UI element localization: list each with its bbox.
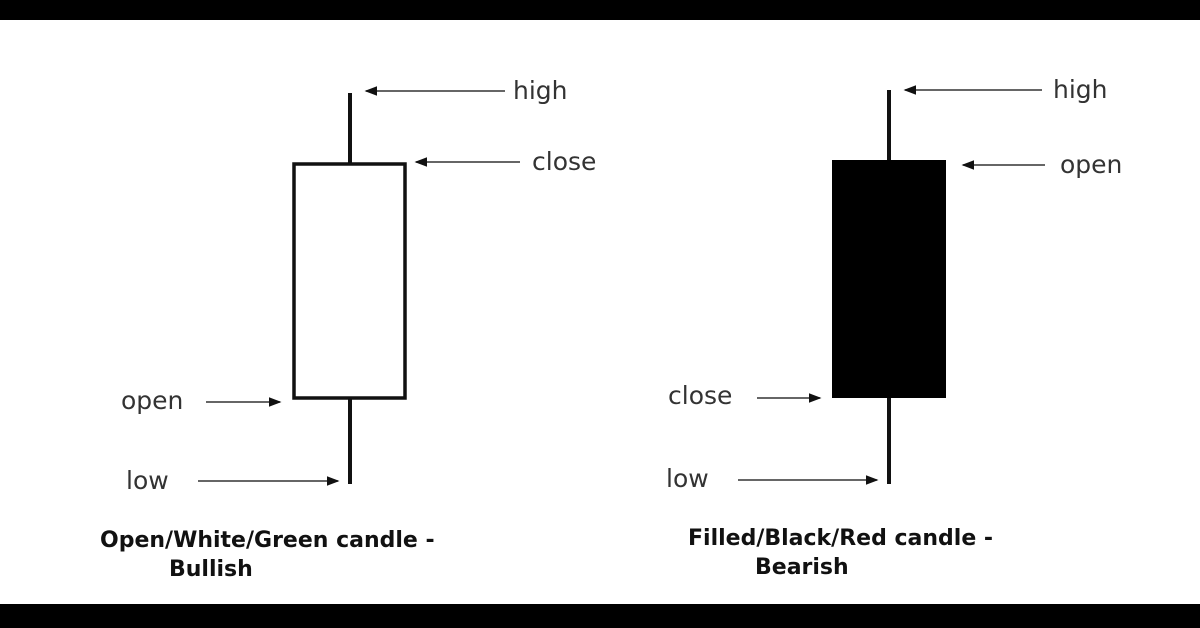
high-label: high bbox=[1053, 75, 1108, 104]
close-label: close bbox=[532, 147, 596, 176]
bearish-caption: Filled/Black/Red candle - bbox=[688, 526, 993, 551]
bearish-caption-type: Bearish bbox=[755, 555, 849, 580]
top-black-band bbox=[0, 0, 1200, 20]
bearish-candle bbox=[832, 90, 946, 484]
open-label: open bbox=[1060, 150, 1122, 179]
bottom-black-band bbox=[0, 604, 1200, 628]
candle-body bbox=[292, 162, 407, 400]
bullish-caption-type: Bullish bbox=[169, 557, 253, 582]
low-label: low bbox=[666, 464, 709, 493]
bullish-caption: Open/White/Green candle - bbox=[100, 528, 435, 553]
low-label: low bbox=[126, 466, 169, 495]
open-label: open bbox=[121, 386, 183, 415]
bullish-candle bbox=[292, 93, 407, 484]
close-label: close bbox=[668, 381, 732, 410]
candle-body bbox=[832, 160, 946, 398]
high-label: high bbox=[513, 76, 568, 105]
